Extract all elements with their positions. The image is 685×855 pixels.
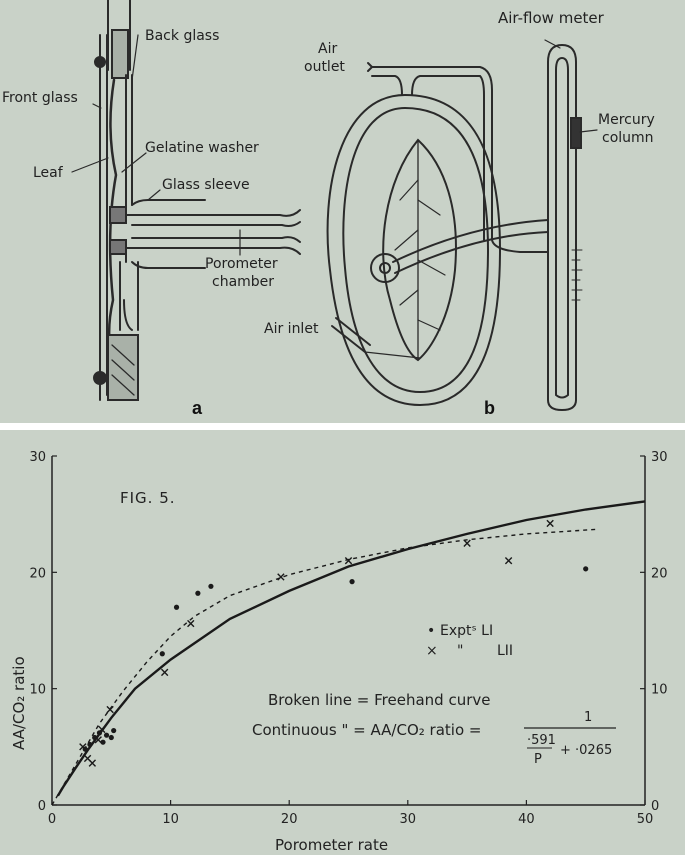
y-tick-label-right: 10 xyxy=(651,683,668,698)
data-point-expt-LI xyxy=(111,727,117,734)
label-chamber: chamber xyxy=(212,274,274,290)
data-point-expt-LII xyxy=(463,539,471,547)
x-tick-label: 40 xyxy=(518,812,535,827)
note-continuous: Continuous " = AA/CO₂ ratio = xyxy=(252,721,481,739)
legend-marker-expt2: × xyxy=(426,643,438,659)
data-point-expt-LI xyxy=(159,651,165,657)
data-point-expt-LI xyxy=(103,732,110,738)
data-point-expt-LI xyxy=(92,734,98,741)
label-leaf: Leaf xyxy=(33,165,64,181)
label-back-glass: Back glass xyxy=(145,28,219,44)
panel-letter-a: a xyxy=(192,398,203,418)
formula-numerator: 1 xyxy=(584,710,592,725)
formula-denominator-p: P xyxy=(534,752,542,767)
data-point-expt-LI xyxy=(583,566,589,572)
x-tick-label: 0 xyxy=(48,812,56,827)
note-broken-line: Broken line = Freehand curve xyxy=(268,691,491,709)
x-axis-label: Porometer rate xyxy=(275,836,388,854)
label-air-inlet: Air inlet xyxy=(264,321,319,337)
label-front-glass: Front glass xyxy=(2,90,78,106)
label-air-flow-meter: Air-flow meter xyxy=(498,9,605,27)
y-axis-label: AA/CO₂ ratio xyxy=(10,656,28,750)
figure-label: FIG. 5. xyxy=(120,489,176,507)
data-point-expt-LII xyxy=(79,743,87,751)
y-tick-label-right: 30 xyxy=(651,450,668,465)
data-point-expt-LI xyxy=(100,739,106,745)
x-tick-label: 30 xyxy=(400,812,417,827)
formula-denominator-const: + ·0265 xyxy=(560,743,612,758)
formula-denominator-coeff: ·591 xyxy=(527,733,556,748)
data-point-expt-LII xyxy=(344,557,353,565)
data-point-expt-LI xyxy=(349,579,355,585)
data-point-expt-LI xyxy=(96,730,103,736)
x-tick-label: 50 xyxy=(637,812,654,827)
label-glass-sleeve: Glass sleeve xyxy=(162,177,250,193)
data-point-expt-LI xyxy=(87,741,93,748)
y-tick-label-left: 30 xyxy=(29,450,46,465)
chart-points xyxy=(79,519,589,767)
data-point-expt-LII xyxy=(98,725,106,734)
data-point-expt-LI xyxy=(108,734,114,741)
data-point-expt-LI xyxy=(173,604,180,610)
y-tick-label-left: 10 xyxy=(29,683,46,698)
legend-ditto-expt2: " xyxy=(457,643,463,659)
data-point-expt-LII xyxy=(88,759,97,767)
data-point-expt-LII xyxy=(504,557,513,565)
legend-marker-expt1: • xyxy=(427,623,435,639)
figure-top-panel: Back glass Front glass Gelatine washer L… xyxy=(0,0,685,423)
label-mercury: Mercury xyxy=(598,112,655,128)
label-porometer: Porometer xyxy=(205,256,278,272)
legend-label-expt1: Exptˢ LI xyxy=(440,623,493,639)
continuous-curve xyxy=(56,500,646,797)
data-point-expt-LI xyxy=(195,590,201,596)
data-point-expt-LI xyxy=(208,583,214,589)
y-tick-label-left: 0 xyxy=(38,799,46,814)
panel-letter-b: b xyxy=(484,398,495,418)
x-tick-label: 20 xyxy=(281,812,298,827)
legend-label-expt2: LII xyxy=(497,643,513,659)
data-point-expt-LII xyxy=(187,619,195,628)
data-point-expt-LII xyxy=(277,573,285,581)
chart-curves xyxy=(51,500,646,806)
label-outlet: outlet xyxy=(304,59,345,75)
x-tick-label: 10 xyxy=(162,812,179,827)
air-flow-apparatus-diagram xyxy=(326,39,598,412)
data-point-expt-LII xyxy=(546,519,554,528)
y-tick-label-right: 0 xyxy=(651,799,659,814)
data-point-expt-LII xyxy=(106,705,114,714)
label-air: Air xyxy=(318,41,337,57)
apparatus-diagrams: Back glass Front glass Gelatine washer L… xyxy=(2,0,655,418)
y-tick-label-left: 20 xyxy=(29,566,46,581)
data-point-expt-LII xyxy=(160,668,169,677)
label-gelatine-washer: Gelatine washer xyxy=(145,140,259,156)
y-tick-label-right: 20 xyxy=(651,566,668,581)
porometer-diagram xyxy=(71,0,301,401)
freehand-dashed-curve xyxy=(51,528,598,806)
label-column: column xyxy=(602,130,654,146)
data-point-expt-LII xyxy=(94,736,102,744)
